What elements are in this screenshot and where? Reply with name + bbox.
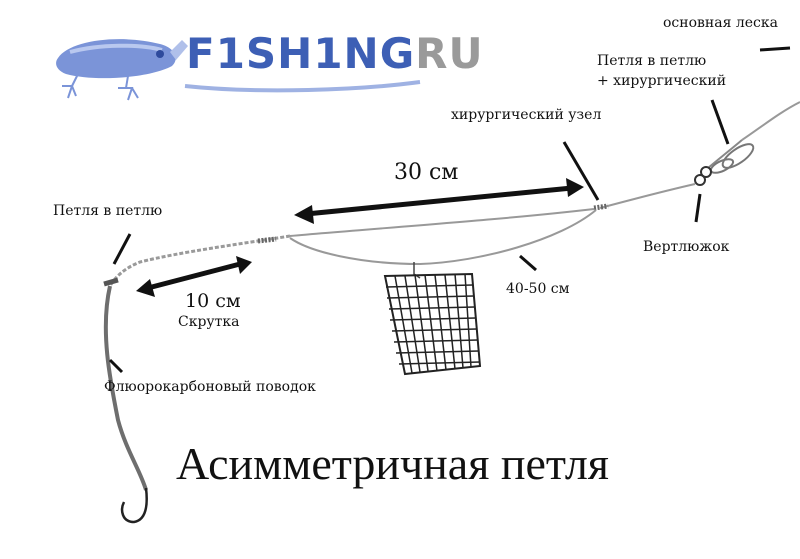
loop-short-branch bbox=[289, 208, 595, 237]
label-40-50cm: 40-50 см bbox=[506, 281, 570, 297]
logo-text-main: F1SH1NG bbox=[186, 29, 416, 78]
tick-surgeon-knot bbox=[562, 141, 600, 201]
arrow-30cm bbox=[294, 178, 584, 224]
label-surgeon-knot: хирургический узел bbox=[451, 107, 602, 123]
logo-underline bbox=[184, 80, 421, 93]
tick-loop-to-loop bbox=[112, 233, 132, 265]
logo-text-ru: RU bbox=[415, 29, 484, 78]
arrow-10cm bbox=[136, 256, 252, 297]
label-loop-plus-surgeon-2: + хирургический bbox=[597, 73, 727, 89]
label-loop-plus-surgeon-1: Петля в петлю bbox=[597, 53, 707, 69]
tick-40-50 bbox=[519, 254, 537, 272]
line-swivel-to-knot bbox=[599, 183, 696, 209]
feeder-cage-icon bbox=[383, 272, 482, 376]
swivel-icon bbox=[694, 166, 712, 186]
twist-section bbox=[108, 234, 291, 287]
main-line bbox=[741, 101, 800, 141]
label-fluoro-leader: Флюорокарбоновый поводок bbox=[104, 379, 316, 395]
tick-loop-connection bbox=[710, 99, 730, 145]
tick-main-line bbox=[759, 46, 791, 52]
leader-loop-knot bbox=[103, 277, 119, 287]
label-30cm: 30 см bbox=[394, 160, 459, 185]
label-loop-to-loop: Петля в петлю bbox=[53, 203, 163, 219]
lure-icon bbox=[56, 39, 188, 101]
loop-connection bbox=[707, 139, 755, 174]
feeder-clip bbox=[413, 262, 421, 279]
tick-swivel bbox=[694, 193, 702, 223]
hook-icon bbox=[120, 487, 148, 524]
label-swivel: Вертлюжок bbox=[643, 239, 730, 255]
label-twist: Скрутка bbox=[178, 314, 240, 330]
tick-fluoro bbox=[108, 358, 124, 374]
label-10cm: 10 см bbox=[185, 290, 241, 312]
logo: F1SH1NGRU bbox=[186, 30, 484, 78]
surgeon-knot bbox=[593, 203, 609, 211]
loop-long-branch bbox=[289, 209, 597, 266]
twist-knot bbox=[257, 236, 277, 244]
diagram-title: Асимметричная петля bbox=[176, 438, 609, 489]
label-main-line: основная леска bbox=[663, 15, 778, 31]
fluoro-leader bbox=[103, 285, 148, 491]
